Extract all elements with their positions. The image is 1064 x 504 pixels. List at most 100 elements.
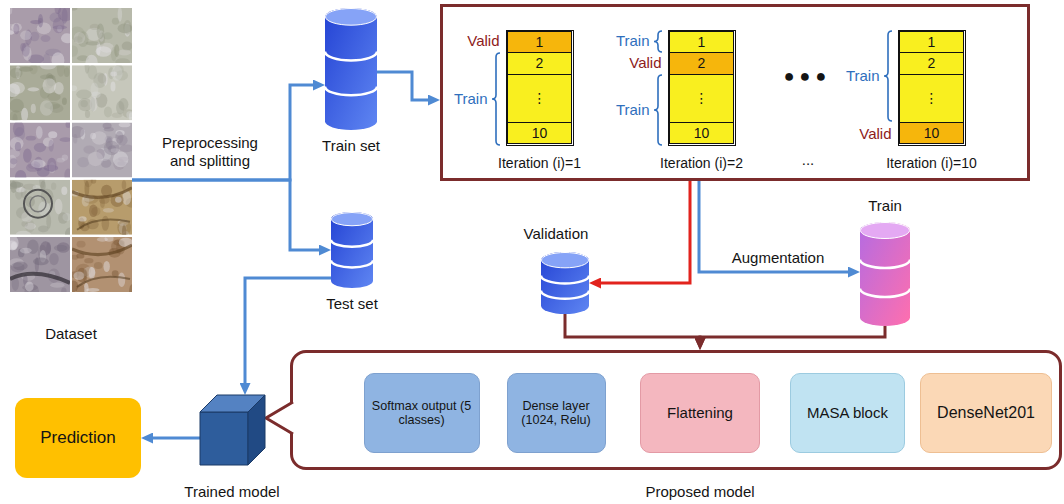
fold-number: ⋮ [695,90,709,106]
fold-cell: 2 [899,52,964,75]
fold-cell: 10 [507,122,572,145]
fold-number: 10 [532,125,548,141]
caption-label: Dataset [45,325,97,342]
database-icon: Test set [331,212,373,288]
fold-label: Iteration (i)=2 [660,154,743,170]
cylinder-divider [860,289,910,298]
cube-face [248,395,265,465]
database-symbol [325,8,377,130]
store-label: Train set [322,137,380,154]
fold-number: 10 [924,125,940,141]
cylinder-body [860,222,910,326]
fold-cell: 2 [507,52,572,75]
microscopy-tile [10,180,70,235]
flow-arrow [700,326,885,342]
fold-cell: ⋮ [669,74,734,123]
layer-label: Flattening [667,404,733,421]
cylinder-top [332,213,373,226]
microscopy-tile [10,8,70,63]
database-icon: Validation [541,252,589,314]
database-symbol [860,222,910,326]
layer-box: Dense layer (1024, Relu) [507,373,606,453]
flow-arrow [149,437,200,440]
fold-label: Train [616,32,650,49]
curly-brace [654,31,662,52]
database-icon: Train set [325,8,377,130]
microscopy-tile [72,8,132,63]
cube-symbol [200,395,265,465]
ellipsis-mark: ● ● ● [784,66,827,87]
fold-stack: ValidTrainIteration (i)=112⋮10 [506,30,574,146]
cylinder-top [861,223,910,239]
curly-brace [492,53,500,145]
fold-number: 1 [698,34,706,50]
cylinder-top [542,253,589,268]
cylinder-divider [541,275,589,283]
layer-label: MASA block [807,404,888,421]
output-box: Prediction [15,398,141,478]
layer-box: MASA block [790,373,905,453]
flow-arrow [132,85,317,180]
microscopy-tile [10,65,70,120]
edge-label: Preprocessing and splitting [149,134,271,170]
fold-number: ⋮ [533,90,547,106]
cylinder-body [325,8,377,130]
cylinder-body [541,252,589,314]
fold-cell: ⋮ [507,74,572,123]
image-grid-picture [10,8,132,292]
microscopy-tile [10,237,70,292]
fold-number: 1 [536,34,544,50]
cylinder-body [331,212,373,288]
layer-box: DenseNet201 [920,373,1052,453]
ellipsis-mark: ... [802,151,815,168]
layer-label: DenseNet201 [937,404,1035,422]
microscopy-tile [72,237,132,292]
flow-arrow [565,314,700,342]
database-icon: Train [860,222,910,326]
fold-label: Iteration (i)=1 [498,154,581,170]
fold-cell: 2 [669,52,734,75]
fold-number: ⋮ [925,90,939,106]
fold-number: 1 [928,34,936,50]
cylinder-divider [331,240,373,247]
curly-brace [884,31,892,121]
microscopy-tile [72,65,132,120]
fold-number: 2 [698,55,706,71]
panel-caption: Proposed model [645,483,754,500]
flow-arrow [132,180,323,250]
store-label: Train [868,197,902,214]
fold-label: Train [616,101,650,118]
output-label: Prediction [40,428,116,448]
cube-face [200,412,248,465]
cylinder-top [326,9,377,26]
cylinder-divider [860,260,910,269]
store-label: Test set [326,295,378,312]
flow-arrow [699,181,852,272]
cross-validation-panel: ● ● ●... Valid TrainIteration (i)=1 1 2 ⋮ 10 Tr… [440,4,1030,181]
cylinder-divider [325,52,377,61]
fold-label: Train [846,67,880,84]
microscopy-tile [10,123,70,178]
database-symbol [541,252,589,314]
fold-label: Valid [859,125,891,142]
edge-label: Augmentation [730,249,827,267]
store-label: Validation [524,225,589,242]
fold-number: 2 [928,55,936,71]
microscopy-tile [72,180,132,235]
fold-cell: ⋮ [899,74,964,123]
callout-tail [266,402,293,434]
cylinder-divider [331,260,373,267]
database-symbol [331,212,373,288]
model-cube: Trained model [200,395,265,465]
fold-number: 2 [536,55,544,71]
fold-cell: 1 [507,31,572,53]
layer-box: Flattening [640,373,760,453]
image-grid: Dataset [10,8,132,292]
layer-label: Softmax output (5 classes) [371,399,473,428]
fold-stack: TrainValidIteration (i)=1012⋮10 [898,30,966,146]
fold-label: Iteration (i)=10 [886,154,977,170]
model-panel: Proposed modelSoftmax output (5 classes)… [290,350,1062,470]
layer-box: Softmax output (5 classes) [364,373,480,453]
fold-cell: 10 [899,122,964,145]
